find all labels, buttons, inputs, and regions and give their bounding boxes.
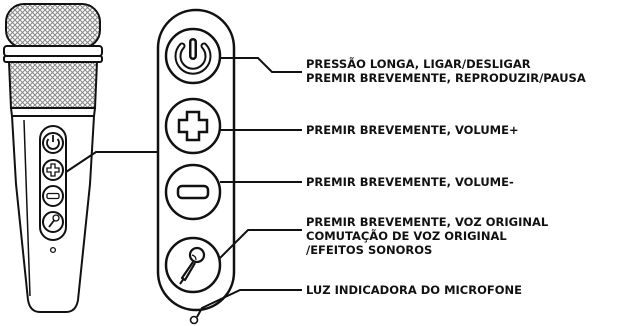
minus-icon [176, 184, 210, 200]
zoom-connector-line [65, 151, 158, 173]
label-sound-effects: /EFEITOS SONOROS [306, 243, 432, 257]
small-volume-up-button[interactable] [42, 159, 64, 181]
label-power-short-press: PREMIR BREVEMENTE, REPRODUZIR/PAUSA [306, 71, 586, 85]
label-voice-switch: COMUTAÇÃO DE VOZ ORIGINAL [306, 228, 507, 243]
microphone-mesh-body [7, 61, 99, 109]
small-indicator-light [49, 246, 57, 254]
label-volume-down: PREMIR BREVEMENTE, VOLUME- [306, 175, 514, 189]
power-button[interactable] [164, 27, 222, 85]
label-voice-short-press: PREMIR BREVEMENTE, VOZ ORIGINAL [306, 215, 549, 229]
small-power-button[interactable] [42, 132, 64, 154]
label-indicator-light: LUZ INDICADORA DO MICROFONE [306, 283, 522, 297]
microphone-grille [5, 3, 101, 49]
indicator-light-icon [189, 315, 199, 325]
small-volume-down-button[interactable] [42, 185, 64, 207]
microphone-button-panel [39, 125, 67, 241]
indicator-leader-line [196, 289, 302, 318]
microphone-icon [179, 246, 206, 285]
voice-effects-button[interactable] [164, 236, 222, 294]
volume-up-button[interactable] [164, 97, 222, 155]
enlarged-button-panel [156, 8, 236, 312]
power-leader-line [220, 57, 302, 73]
voice-leader-line [219, 229, 302, 259]
label-volume-up: PREMIR BREVEMENTE, VOLUME+ [306, 123, 519, 137]
volume-down-button[interactable] [164, 163, 222, 221]
microphone-collar [3, 45, 103, 57]
power-icon [174, 38, 212, 75]
leader-lines [196, 57, 302, 318]
plus-icon [177, 110, 209, 142]
label-power-long-press: PRESSÃO LONGA, LIGAR/DESLIGAR [306, 56, 531, 71]
